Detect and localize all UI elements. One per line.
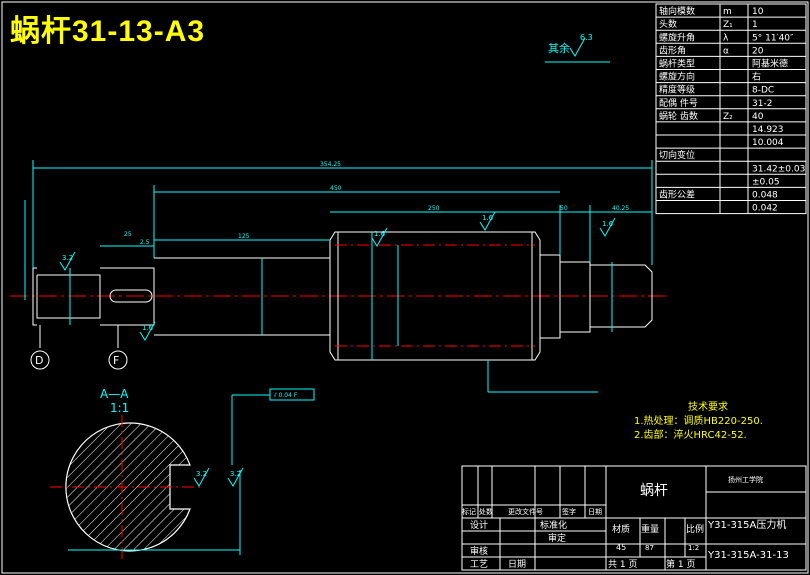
param-cell: 31.42±0.03 bbox=[752, 164, 805, 174]
worm-shaft-view bbox=[10, 160, 668, 393]
tb-mark: 标记 bbox=[462, 507, 476, 516]
param-cell: 14.923 bbox=[752, 125, 784, 135]
tb-material-h: 材质 bbox=[612, 523, 630, 535]
param-cell: m bbox=[723, 7, 732, 17]
param-cell: 5° 11′40″ bbox=[752, 33, 794, 43]
dim-d1: 450 bbox=[330, 185, 342, 192]
section-label: A—A bbox=[100, 387, 129, 401]
tb-sheet: 第 1 页 bbox=[666, 558, 695, 570]
svg-text:⫽ 0.04 F: ⫽ 0.04 F bbox=[273, 392, 298, 399]
tb-std: 标准化 bbox=[540, 519, 567, 531]
dim-d6: 2.5 bbox=[140, 239, 150, 246]
param-cell: λ bbox=[723, 33, 729, 43]
surface-roughness-note: 其余 6.3 bbox=[545, 33, 610, 63]
param-cell: 蜗杆类型 bbox=[659, 58, 695, 70]
dim-d5: 125 bbox=[238, 233, 250, 240]
dim-overall: 354.25 bbox=[320, 161, 341, 168]
param-cell: 轴向模数 bbox=[659, 5, 695, 17]
tb-craft: 工艺 bbox=[470, 559, 488, 570]
parameter-table: 轴向模数 m 10 头数 Z₁ 1 螺旋升角 λ 5° 11′40″ 齿形角 α 20 蜗杆类型 阿基米德… bbox=[655, 3, 807, 215]
dim-d3: 50 bbox=[560, 205, 568, 212]
tb-scale-h: 比例 bbox=[686, 523, 704, 535]
param-cell: 螺旋升角 bbox=[659, 31, 695, 43]
param-cell: Z₂ bbox=[723, 112, 733, 122]
param-cell: 头数 bbox=[659, 18, 677, 30]
roughness-symbols: 3.2 1.6 1.6 1.6 1.6 3.2 3.2 bbox=[59, 211, 616, 487]
surface-note-label: 其余 bbox=[548, 41, 570, 55]
param-cell: ±0.05 bbox=[752, 177, 780, 187]
param-cell: 10.004 bbox=[752, 138, 784, 148]
tb-material: 45 bbox=[616, 543, 626, 552]
roughness-value: 3.2 bbox=[230, 470, 241, 478]
roughness-value: 1.6 bbox=[142, 324, 154, 332]
param-cell: 配偶 件号 bbox=[659, 97, 698, 109]
param-cell: 切向变位 bbox=[659, 149, 695, 161]
tb-change: 更改文件号 bbox=[508, 507, 543, 516]
tb-date: 日期 bbox=[508, 559, 526, 570]
roughness-value: 3.2 bbox=[62, 254, 73, 262]
tb-drawing-no: Y31-315A-31-13 bbox=[707, 550, 789, 561]
section-scale: 1:1 bbox=[110, 401, 129, 415]
param-cell: 8-DC bbox=[752, 86, 774, 96]
tb-school: 扬州工学院 bbox=[728, 475, 763, 484]
drawing-title: 蜗杆31-13-A3 bbox=[10, 15, 206, 48]
param-cell: 精度等级 bbox=[659, 84, 695, 96]
tb-review: 审核 bbox=[470, 545, 488, 557]
dim-d4: 40.25 bbox=[612, 205, 629, 212]
tb-weight-h: 重量 bbox=[641, 523, 659, 535]
tech-req-line1: 1.热处理：调质HB220-250. bbox=[634, 414, 763, 427]
param-cell: 10 bbox=[752, 7, 764, 17]
param-cell: 0.042 bbox=[752, 204, 778, 214]
surface-note-value: 6.3 bbox=[580, 33, 593, 42]
roughness-value: 3.2 bbox=[196, 470, 207, 478]
param-cell: 齿形角 bbox=[659, 44, 686, 56]
param-cell: 0.048 bbox=[752, 191, 778, 201]
tb-machine: Y31-315A压力机 bbox=[707, 518, 786, 531]
datum-f-label: F bbox=[113, 354, 119, 367]
tb-scale: 1:2 bbox=[688, 544, 699, 552]
tb-design: 设计 bbox=[470, 519, 488, 531]
param-cell: 齿形公差 bbox=[659, 189, 695, 201]
param-cell: 右 bbox=[752, 71, 761, 83]
roughness-value: 1.6 bbox=[374, 230, 386, 238]
param-cell: 20 bbox=[752, 46, 764, 56]
datum-d-label: D bbox=[35, 354, 43, 367]
tb-date-h: 日期 bbox=[588, 508, 602, 516]
param-cell: α bbox=[723, 46, 729, 56]
dim-d7: 25 bbox=[124, 231, 132, 238]
dim-d2: 250 bbox=[428, 205, 440, 212]
param-cell: 31-2 bbox=[752, 99, 772, 109]
tech-req-line2: 2.齿部：淬火HRC42-52. bbox=[634, 428, 747, 441]
tb-count: 处数 bbox=[479, 507, 493, 516]
tb-approve: 审定 bbox=[548, 532, 566, 544]
tb-sign: 签字 bbox=[562, 507, 576, 516]
tech-req-heading: 技术要求 bbox=[688, 400, 728, 413]
tb-part-name: 蜗杆 bbox=[640, 483, 668, 499]
title-block bbox=[461, 465, 807, 571]
param-cell: 螺旋方向 bbox=[659, 71, 695, 83]
param-cell: 40 bbox=[752, 112, 764, 122]
tb-weight: 87 bbox=[645, 544, 654, 552]
roughness-value: 1.6 bbox=[602, 220, 614, 228]
param-cell: 阿基米德 bbox=[752, 58, 788, 70]
section-a-a: A—A 1:1 ⫽ 0.04 F bbox=[50, 387, 315, 560]
param-cell: 1 bbox=[752, 20, 758, 30]
param-cell: Z₁ bbox=[723, 20, 733, 30]
tb-sheets: 共 1 页 bbox=[608, 559, 637, 570]
roughness-value: 1.6 bbox=[482, 214, 494, 222]
param-cell: 蜗轮 齿数 bbox=[659, 110, 698, 122]
